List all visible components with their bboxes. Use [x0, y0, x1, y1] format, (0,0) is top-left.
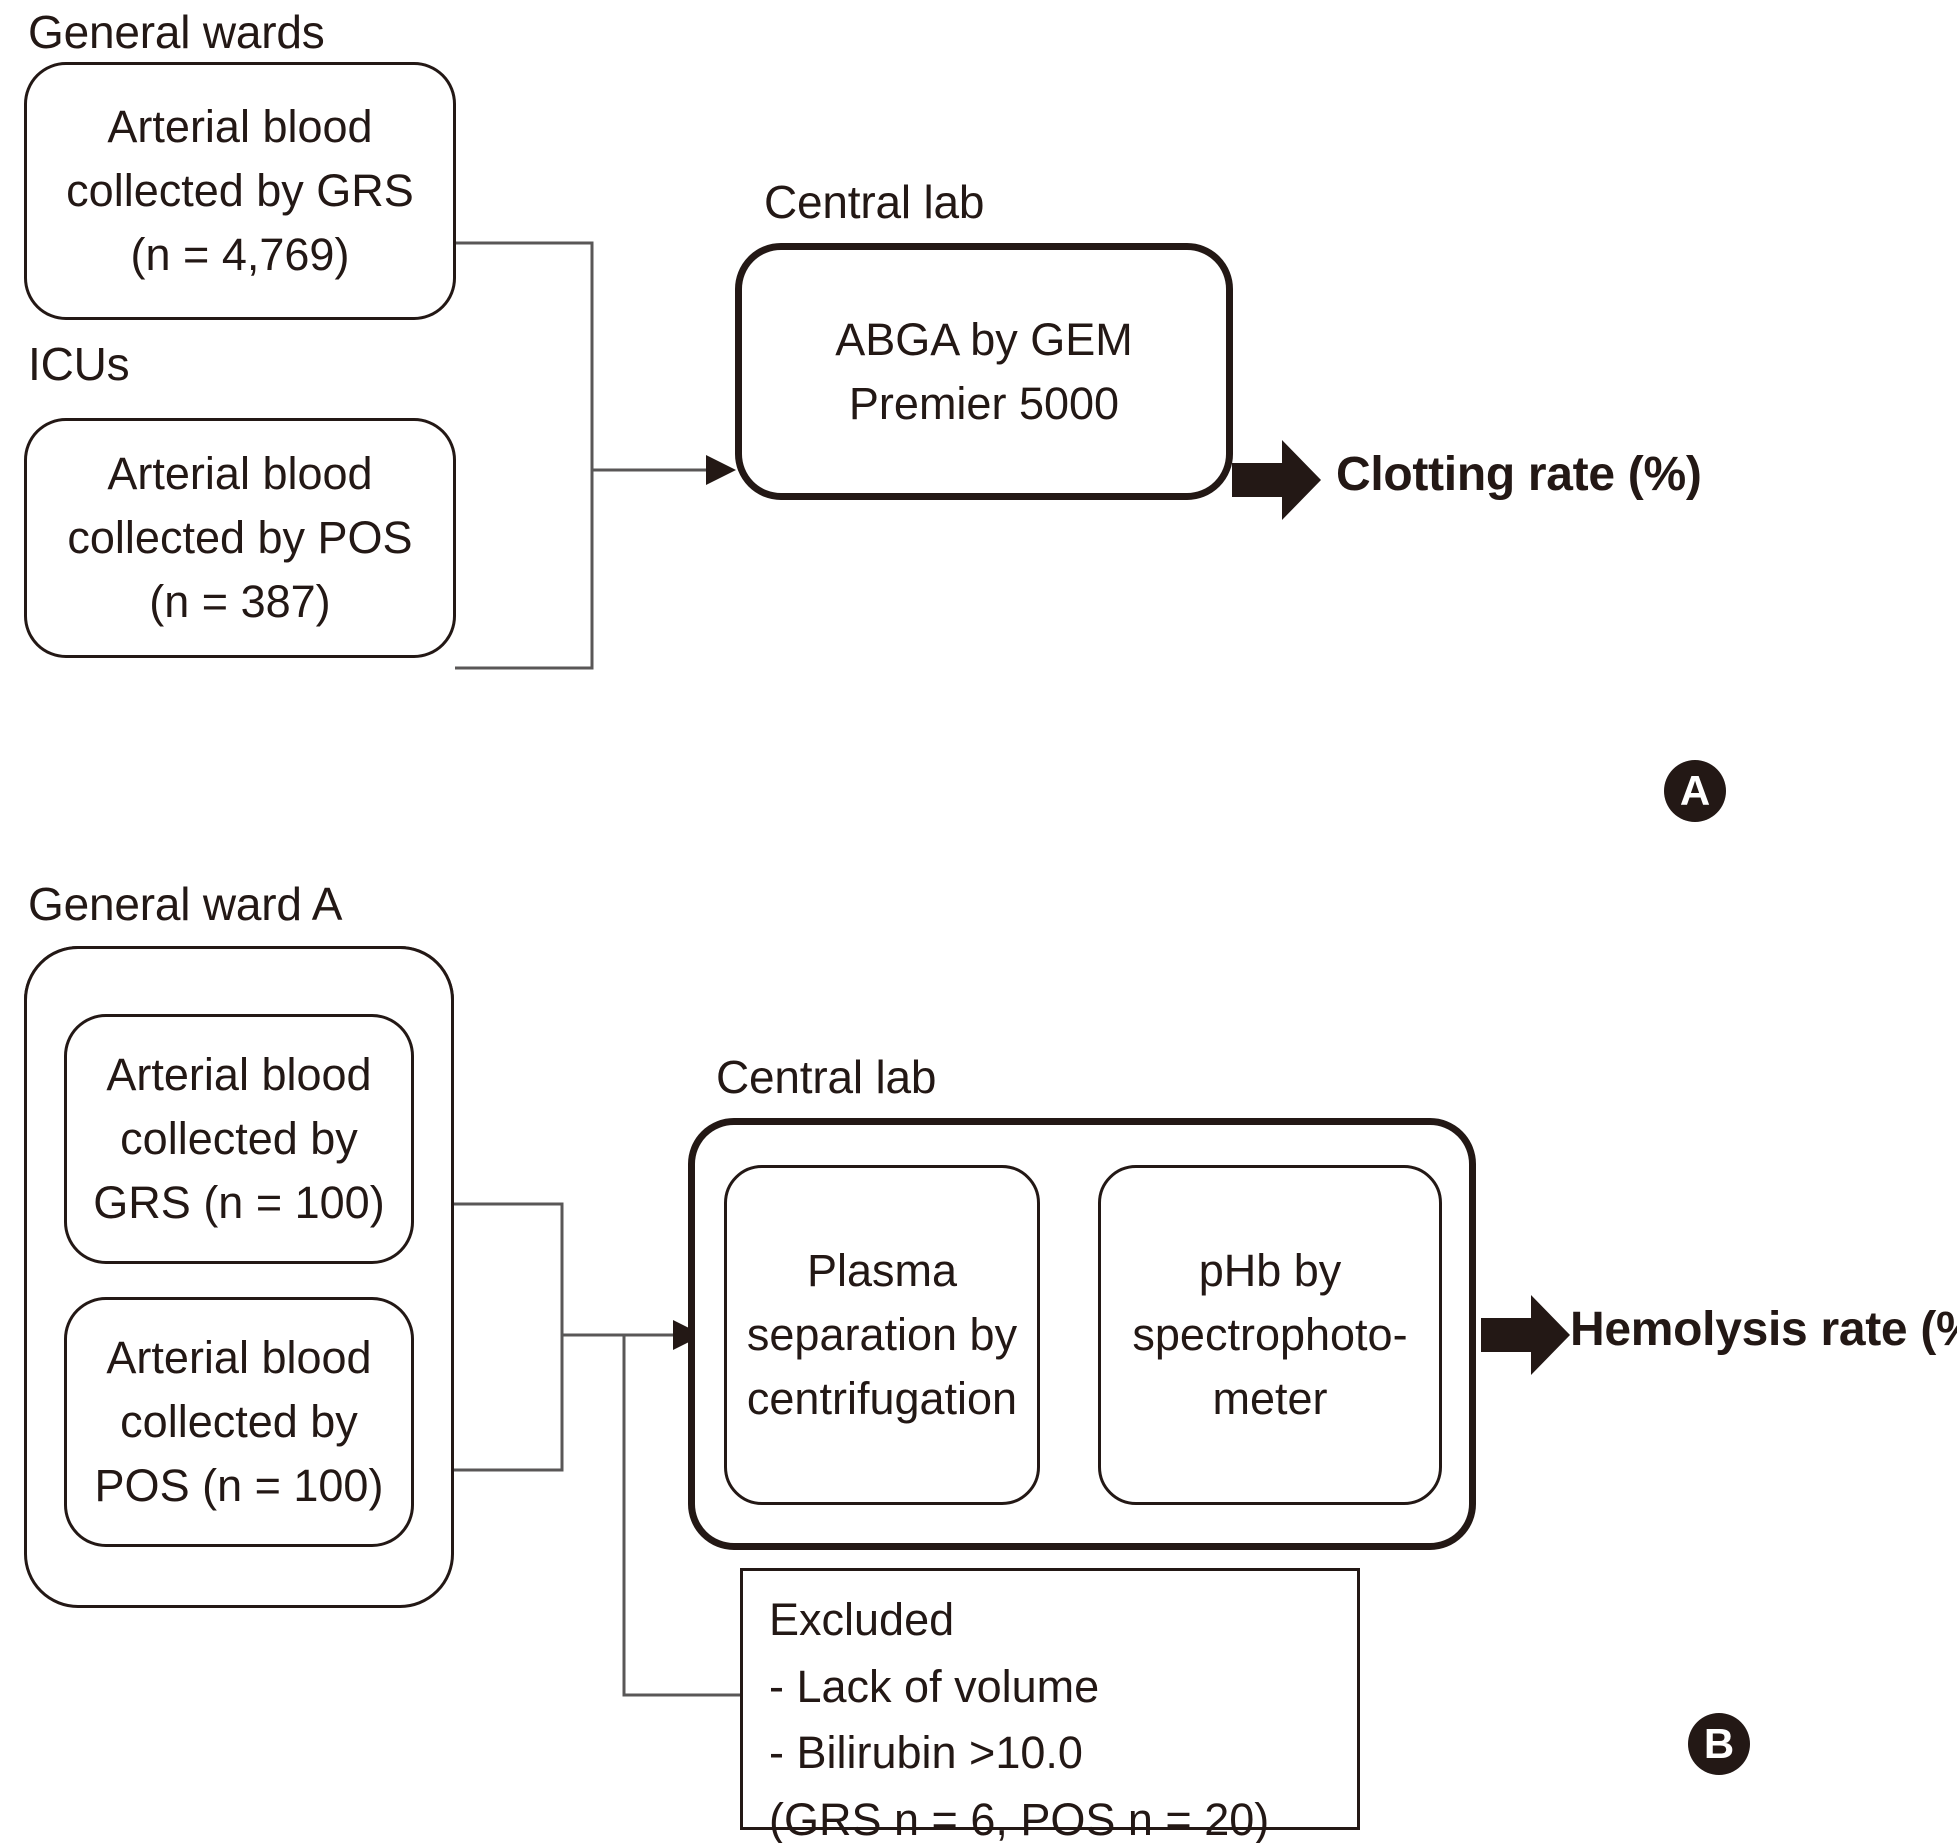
group-label-general-ward-a: General ward A [28, 878, 343, 930]
group-label-central-lab-b: Central lab [716, 1051, 937, 1103]
group-label-central-lab-a: Central lab [764, 176, 985, 228]
connector-a-pos [455, 470, 594, 670]
source-box-text: Arterial blood collected by GRS (n = 100… [93, 1049, 385, 1228]
block-arrow-right-icon [1232, 440, 1321, 520]
excluded-box-text: Excluded - Lack of volume - Bilirubin >1… [769, 1594, 1270, 1843]
source-box-ward-a-grs: Arterial blood collected by GRS (n = 100… [64, 1014, 414, 1264]
block-arrow-right-icon [1481, 1295, 1570, 1375]
source-box-icus-pos: Arterial blood collected by POS (n = 387… [24, 418, 456, 658]
source-box-ward-a-pos: Arterial blood collected by POS (n = 100… [64, 1297, 414, 1547]
source-box-text: Arterial blood collected by POS (n = 100… [94, 1332, 384, 1511]
process-step-text: Plasma separation by centrifugation [746, 1245, 1018, 1424]
panel-badge-b: B [1688, 1713, 1750, 1775]
source-box-text: Arterial blood collected by GRS (n = 4,7… [66, 101, 414, 280]
connector-b-grs [425, 1202, 703, 1350]
group-label-general-wards: General wards [28, 6, 325, 58]
process-step-phb-spectrophotometer: pHb by spectrophoto- meter [1098, 1165, 1442, 1505]
group-label-icus: ICUs [28, 338, 130, 390]
source-box-general-wards-grs: Arterial blood collected by GRS (n = 4,7… [24, 62, 456, 320]
process-step-plasma-separation: Plasma separation by centrifugation [724, 1165, 1040, 1505]
outcome-label-hemolysis-rate: Hemolysis rate (%) [1570, 1303, 1957, 1356]
process-step-text: pHb by spectrophoto- meter [1132, 1245, 1408, 1424]
connector-a-grs [455, 241, 736, 485]
excluded-box: Excluded - Lack of volume - Bilirubin >1… [740, 1568, 1360, 1843]
process-box-text: ABGA by GEM Premier 5000 [835, 313, 1133, 429]
outcome-label-clotting-rate: Clotting rate (%) [1336, 448, 1702, 501]
source-box-text: Arterial blood collected by POS (n = 387… [67, 448, 413, 627]
panel-badge-a: A [1664, 760, 1726, 822]
process-box-abga: ABGA by GEM Premier 5000 [735, 243, 1233, 500]
